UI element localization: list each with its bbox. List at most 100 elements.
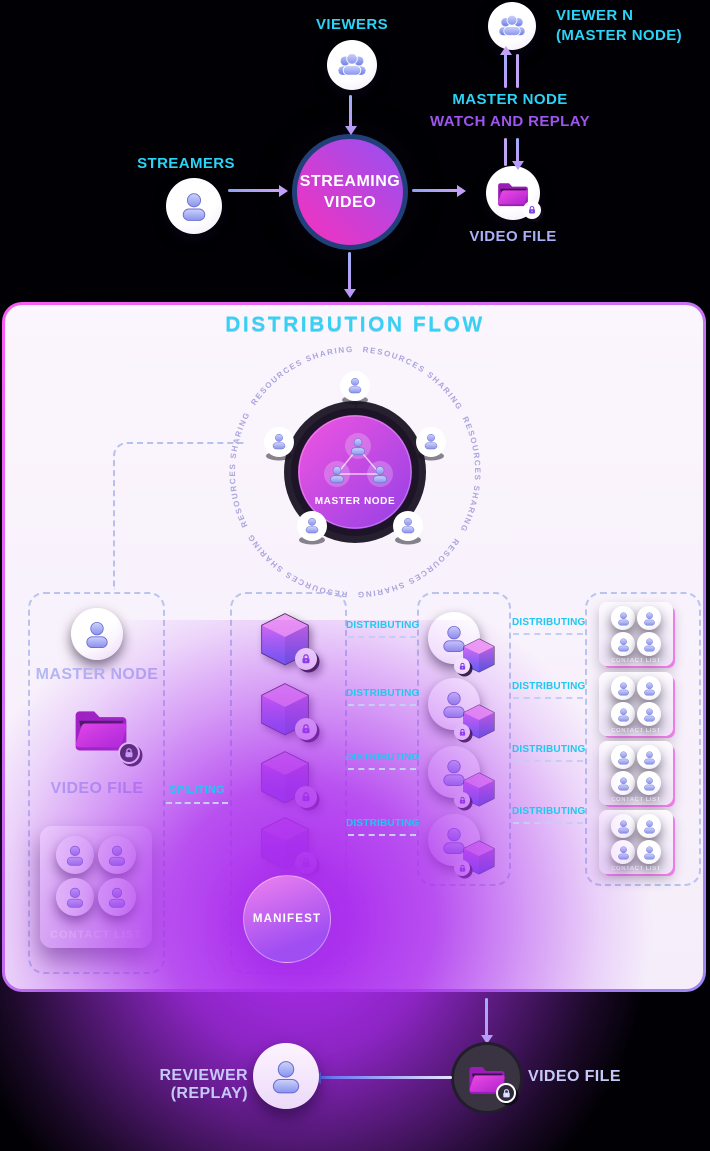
master-node-user-icon [71,608,123,660]
resource-sharing-ring-diagram: RESOURCES SHARING RESOURCES SHARING RESO… [228,345,482,599]
svg-text:RESOURCES SHARING: RESOURCES SHARING [362,345,464,412]
user-icon [637,814,661,838]
inner-peers [324,433,393,487]
master-node-col-label: MASTER NODE [35,666,159,683]
encrypted-chunk-cube-icon [259,682,317,744]
encrypted-chunk-cube-icon [259,612,317,674]
streaming-video-label: STREAMING VIDEO [299,173,401,211]
distribution-flow-title: DISTRIBUTION FLOW [225,313,485,336]
lock-icon [454,792,470,808]
streamers-label: STREAMERS [137,155,235,172]
contact-list-mini-card: CONTACT LIST [599,672,673,736]
user-icon [637,632,661,656]
contact-list-label: CONTACT LIST [611,658,661,664]
encrypted-chunk-cube-icon [259,816,317,878]
contact-list-label: CONTACT LIST [611,866,661,872]
video-file-top-icon [486,166,541,220]
dashed-link [348,768,416,770]
distributing-label: DISTRIBUTING [346,752,420,763]
viewer-n-group-icon [488,2,536,50]
arrow-stream-to-flow [343,252,356,298]
arrow-down-to-video-file [511,138,524,170]
arrow-video-file-to-reviewer [312,1071,452,1084]
line-viewer-n [516,54,519,88]
lock-icon [295,852,317,874]
manifest-node: MANIFEST [243,875,331,963]
lock-icon [295,786,317,808]
viewer-n-line1: VIEWER N [556,7,634,24]
dashed-link [348,704,416,706]
distributing-label: DISTRIBUTING [346,818,420,829]
dashed-connector-circle-to-col1 [113,442,246,590]
user-icon [611,771,635,795]
svg-text:RESOURCES SHARING: RESOURCES SHARING [458,415,482,534]
user-icon [611,606,635,630]
user-icon [611,745,635,769]
video-file-bottom-icon [454,1045,520,1111]
svg-text:RESOURCES SHARING: RESOURCES SHARING [249,345,354,407]
arrow-flow-to-video-file [480,998,493,1044]
video-file-bottom-label: VIDEO FILE [528,1068,621,1085]
master-node-top-label: MASTER NODE [452,91,568,108]
spliting-label: SPILITING [169,784,225,796]
svg-text:RESOURCES SHARING: RESOURCES SHARING [228,410,252,529]
distributing-label: DISTRIBUTING [346,620,420,631]
user-icon [56,878,94,916]
distributing-label: DISTRIBUTING [346,688,420,699]
peer-with-chunk-icon [428,678,496,740]
contact-list-mini-card: CONTACT LIST [599,741,673,805]
arrow-viewers-to-stream [344,95,357,135]
reviewer-label: REVIEWER (REPLAY) [159,1067,248,1102]
dashed-link [513,760,583,762]
arrow-up-to-viewer-n [499,46,512,88]
satellite-peer-icons [264,371,446,545]
user-icon [637,606,661,630]
viewer-n-line2: (MASTER NODE) [556,27,683,44]
master-node-circle [298,415,412,529]
lock-icon [523,201,541,219]
dashed-link [348,636,416,638]
svg-text:RESOURCES SHARING: RESOURCES SHARING [356,537,461,599]
manifest-label: MANIFEST [252,913,322,925]
arrow-stream-to-video-file [412,184,466,197]
lock-icon [295,648,317,670]
streaming-video-node: STREAMING VIDEO [292,134,408,250]
reviewer-user-icon [253,1043,319,1109]
lock-icon [118,742,140,764]
peer-with-chunk-icon [428,612,496,674]
encrypted-chunk-cube-icon [259,750,317,812]
video-file-folder-icon [72,702,140,764]
master-node-center-label: MASTER NODE [315,496,396,507]
streamer-user-icon [166,178,222,234]
user-icon [611,702,635,726]
user-icon [637,676,661,700]
user-icon [637,702,661,726]
viewer-n-label: VIEWER N (MASTER NODE) [556,6,708,46]
dashed-link [513,822,583,824]
user-icon [611,632,635,656]
distributing-label: DISTRIBUTING [512,617,586,628]
contact-list-label: CONTACT LIST [611,728,661,734]
user-icon [611,840,635,864]
watch-and-replay-label: WATCH AND REPLAY [429,113,591,130]
dashed-link [348,834,416,836]
user-icon [637,771,661,795]
lock-icon [454,658,470,674]
user-icon [98,878,136,916]
contact-list-mini-card: CONTACT LIST [599,602,673,666]
lock-icon [496,1083,516,1103]
dashed-link [513,633,583,635]
viewers-label: VIEWERS [316,16,388,33]
line-to-video-file [504,138,507,166]
dashed-link [513,697,583,699]
user-icon [637,745,661,769]
user-icon [611,676,635,700]
video-file-col-label: VIDEO FILE [50,780,144,797]
user-icon [637,840,661,864]
contact-list-mini-card: CONTACT LIST [599,810,673,874]
video-file-top-label: VIDEO FILE [469,228,557,245]
lock-icon [454,724,470,740]
user-icon [98,836,136,874]
distributing-label: DISTRIBUTING [512,806,586,817]
